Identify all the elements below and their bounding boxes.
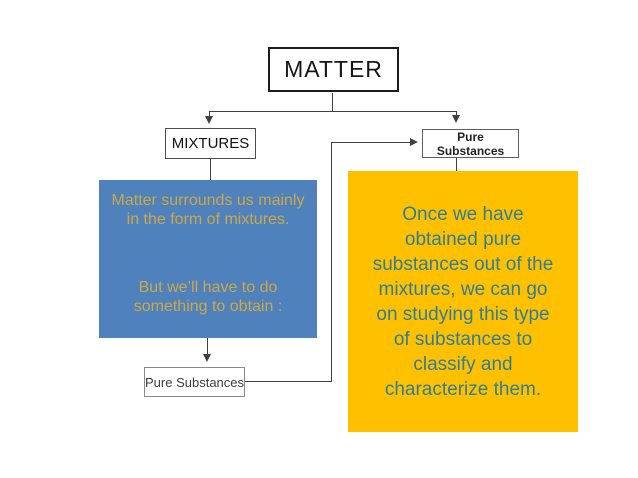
pure-substances-box-bottom: Pure Substances	[144, 367, 245, 397]
right-arrowhead-icon	[410, 138, 418, 146]
matter-box: MATTER	[268, 47, 399, 92]
mixtures-note-box: Matter surrounds us mainly in the form o…	[99, 180, 317, 338]
pure-substances-bottom-label: Pure Substances	[145, 374, 245, 390]
mixtures-note-paragraph-2: But we’ll have to do something to obtain…	[133, 279, 283, 315]
connector-loop-bottom	[245, 381, 331, 382]
matter-label: MATTER	[284, 56, 383, 82]
mixtures-label: MIXTURES	[171, 135, 250, 152]
connector-loop-vertical	[331, 142, 332, 382]
mixtures-note-paragraph-1: Matter surrounds us mainly in the form o…	[111, 192, 305, 228]
connector-branch-left	[209, 111, 210, 117]
connector-note-to-pure	[207, 338, 208, 355]
connector-branch-right	[456, 111, 457, 116]
connector-pure-to-yellow	[456, 158, 457, 171]
connector-loop-top	[331, 142, 411, 143]
down-arrowhead-icon	[452, 115, 460, 123]
pure-substances-top-label: Pure Substances	[436, 129, 505, 158]
pure-substances-note-text: Once we have obtained pure substances ou…	[372, 203, 554, 400]
down-arrowhead-icon	[203, 354, 211, 362]
mixtures-box: MIXTURES	[165, 128, 256, 159]
down-arrowhead-icon	[205, 116, 213, 124]
connector-mixtures-to-note	[210, 159, 211, 180]
connector-matter-stem	[332, 93, 333, 111]
connector-branch-horizontal	[209, 111, 457, 112]
pure-substances-box-top: Pure Substances	[422, 129, 519, 158]
pure-substances-note-box: Once we have obtained pure substances ou…	[348, 171, 578, 432]
